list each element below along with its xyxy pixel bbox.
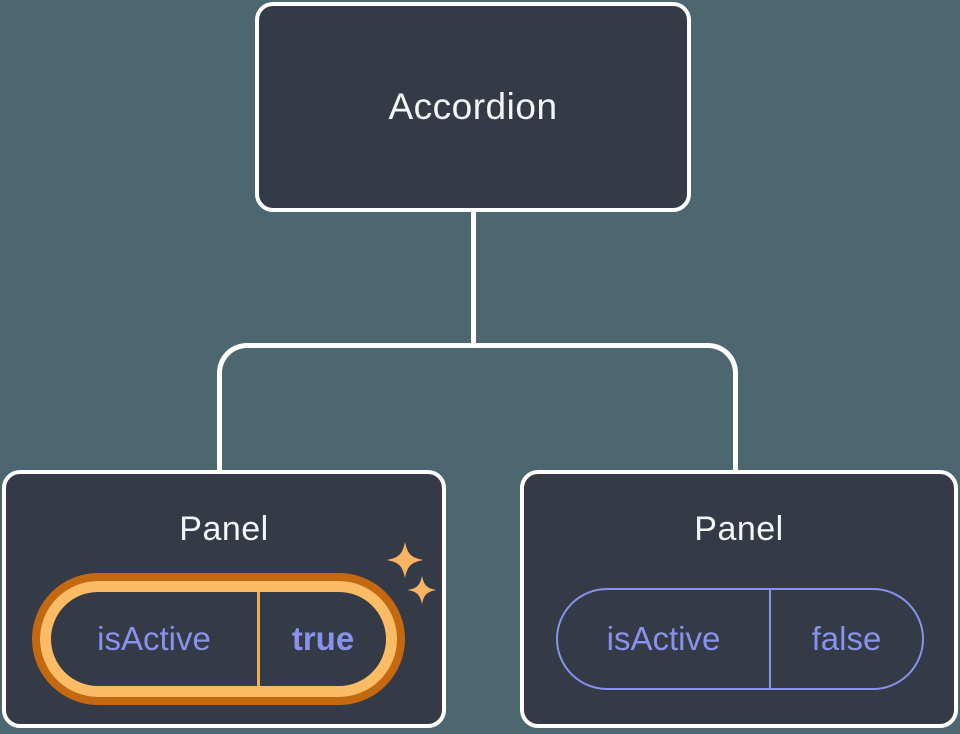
panel-node-active: Panel isActive true: [2, 470, 446, 728]
prop-value: true: [291, 620, 355, 657]
prop-divider: [769, 590, 771, 688]
panel-label: Panel: [694, 510, 784, 548]
connector-stem: [471, 210, 476, 348]
prop-name: isActive: [97, 620, 211, 657]
sparkle-icon-small: [407, 575, 437, 605]
prop-pill-active-inner: isActive true: [40, 581, 397, 697]
accordion-node: Accordion: [255, 2, 691, 212]
accordion-node-label: Accordion: [388, 86, 558, 127]
sparkle-icon-large: [386, 541, 424, 579]
prop-name: isActive: [606, 620, 721, 657]
panel-label: Panel: [179, 510, 269, 548]
prop-pill-inactive: isActive false: [556, 588, 924, 690]
panel-node-inactive: Panel isActive false: [520, 470, 958, 728]
prop-divider: [257, 592, 260, 686]
prop-pill-active: isActive true: [32, 573, 405, 705]
connector-bracket: [217, 343, 738, 470]
prop-value: false: [811, 620, 882, 657]
